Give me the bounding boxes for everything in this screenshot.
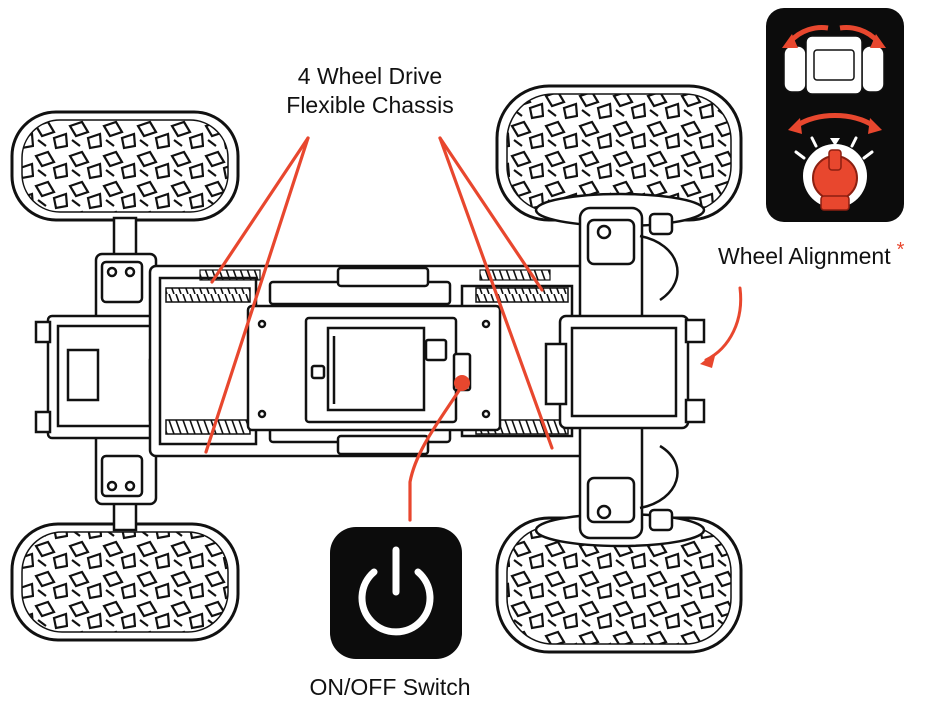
rear-left-wheel [10, 522, 240, 642]
switch-callout-line [408, 384, 464, 522]
mini-car-front-icon [783, 35, 885, 95]
switch-position-dot [454, 375, 470, 391]
wheel-alignment-label: Wheel Alignment* [718, 239, 905, 273]
battery-compartment [246, 304, 502, 432]
front-left-wheel [10, 110, 240, 222]
chassis-label-line2: Flexible Chassis [286, 92, 454, 118]
chassis-label: 4 Wheel Drive Flexible Chassis [250, 62, 490, 120]
chassis-label-line1: 4 Wheel Drive [297, 63, 443, 89]
wheel-alignment-asterisk: * [896, 239, 905, 261]
chassis-callout-lines [204, 136, 554, 454]
front-right-wheel [495, 84, 743, 228]
power-icon [330, 527, 462, 659]
rear-right-wheel [495, 512, 743, 654]
alignment-knob-icon [766, 8, 904, 222]
front-axle-assembly [544, 206, 706, 540]
on-off-switch-label: ON/OFF Switch [309, 674, 471, 700]
rear-axle-assembly [34, 252, 168, 506]
wheel-alignment-text: Wheel Alignment [718, 243, 891, 269]
alignment-callout-arrow [700, 286, 743, 368]
